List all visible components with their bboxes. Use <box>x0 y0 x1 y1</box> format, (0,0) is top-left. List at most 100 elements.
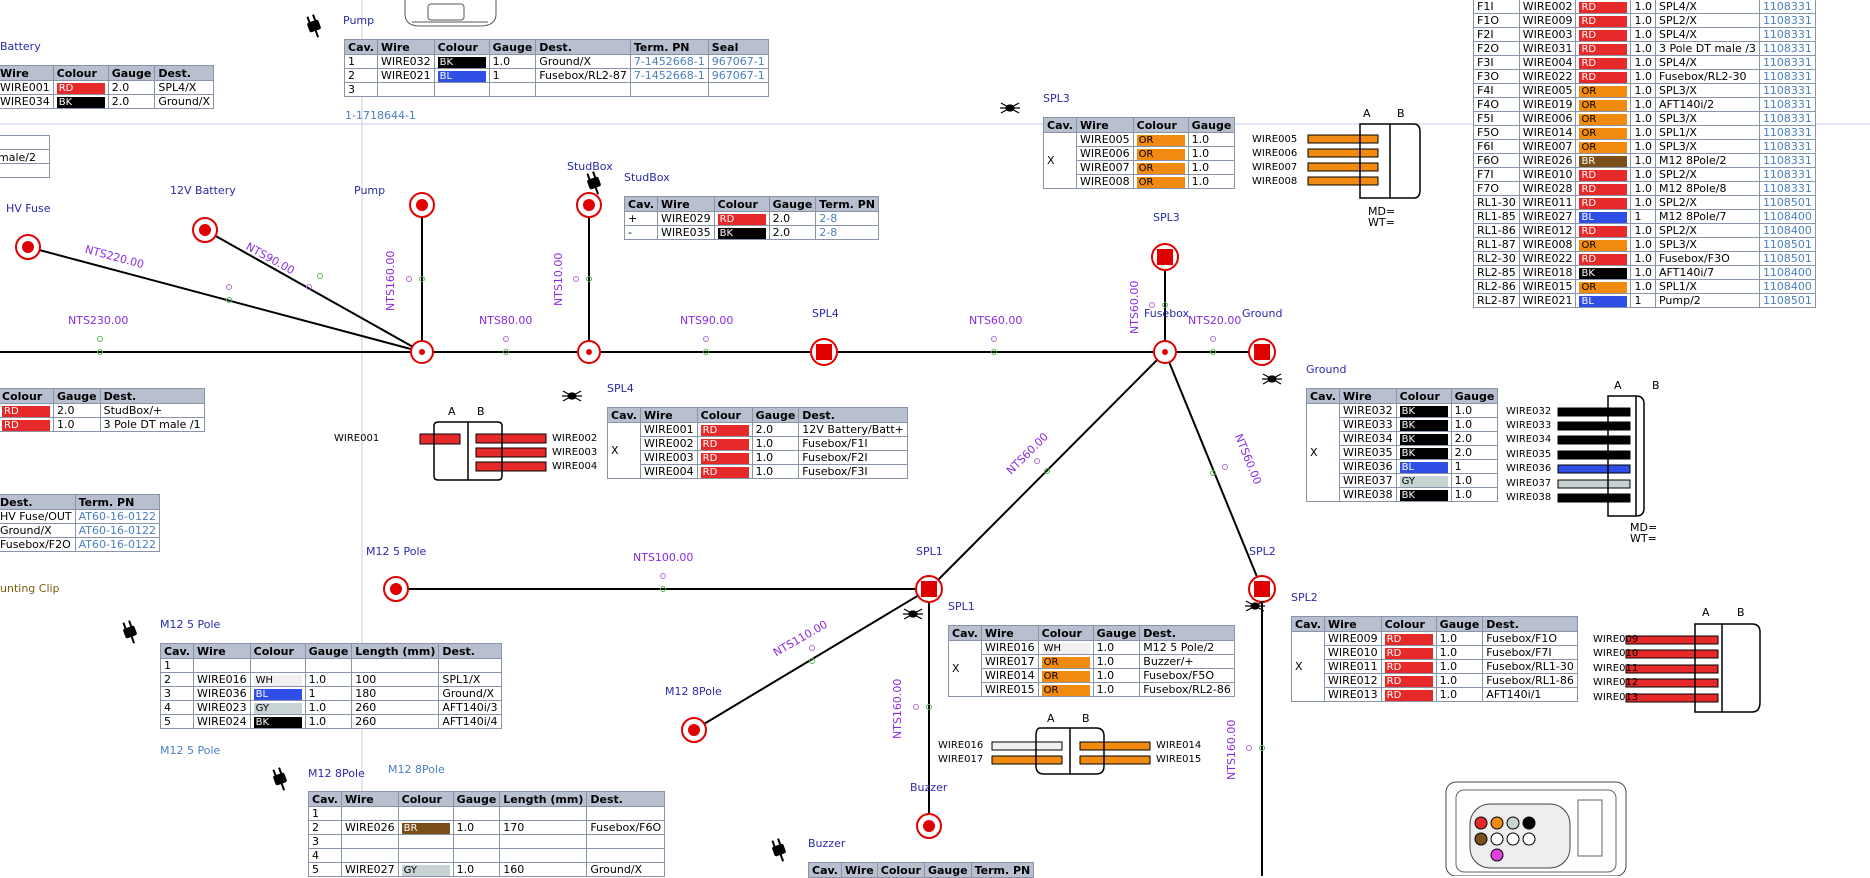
junction-pump[interactable] <box>410 340 434 364</box>
wire-cell: WIRE012 <box>1323 673 1382 688</box>
segment-nts110[interactable] <box>693 588 930 731</box>
term-pn-cell[interactable]: AT60-16-0122 <box>74 509 160 524</box>
term-pn-cell[interactable]: AT60-16-0122 <box>74 523 160 538</box>
term-pn-cell[interactable]: 1108331 <box>1758 13 1816 28</box>
gauge-cell: 1.0 <box>1630 83 1656 98</box>
term-pn-cell[interactable]: 1108400 <box>1758 209 1816 224</box>
seal-cell[interactable] <box>707 82 769 97</box>
plug-icon <box>771 838 786 862</box>
ground-pin-a: A <box>1614 379 1622 392</box>
term-pn-cell[interactable]: 1108331 <box>1758 55 1816 70</box>
colour-swatch: RD <box>1384 648 1433 659</box>
splice-ground[interactable] <box>1557 395 1645 517</box>
cavity-cell: F6I <box>1473 139 1520 154</box>
node-m12-5pole[interactable] <box>383 576 409 602</box>
term-pn-cell[interactable]: 1108331 <box>1758 0 1816 14</box>
term-pn-cell[interactable]: 2-8 <box>815 225 879 240</box>
segment-nts50[interactable] <box>928 351 1166 590</box>
term-pn-cell[interactable]: 1108331 <box>1758 111 1816 126</box>
node-studbox[interactable] <box>576 192 602 218</box>
node-spl2[interactable] <box>1248 575 1276 603</box>
term-pn-cell[interactable]: 7-1452668-1 <box>629 54 709 69</box>
splice-spl2[interactable] <box>1625 623 1761 713</box>
colour-swatch: RD <box>2 406 50 417</box>
gauge-cell <box>304 658 353 673</box>
gauge-cell: 2.0 <box>1450 445 1499 460</box>
table-row: 4 <box>308 848 666 863</box>
term-pn-cell[interactable]: 1108331 <box>1758 69 1816 84</box>
colour-swatch: RD <box>1579 254 1628 265</box>
term-pn-cell[interactable]: 1108331 <box>1758 41 1816 56</box>
term-pn-cell[interactable]: 1108331 <box>1758 83 1816 98</box>
ground-wire-7: WIRE038 <box>1506 492 1552 503</box>
segment-nts90a[interactable] <box>204 229 423 353</box>
term-pn-cell[interactable]: 1108331 <box>1758 97 1816 112</box>
node-pump[interactable] <box>409 192 435 218</box>
term-pn-cell[interactable]: 1108331 <box>1758 153 1816 168</box>
term-pn-cell[interactable]: AT60-16-0122 <box>74 537 160 552</box>
colour-cell: BL <box>249 686 306 701</box>
junction-fusebox[interactable] <box>1153 340 1177 364</box>
node-spl3[interactable] <box>1151 243 1179 271</box>
spl4-table-label: SPL4 <box>607 382 634 395</box>
splice-spl4[interactable] <box>419 421 547 481</box>
node-12v-battery[interactable] <box>192 217 218 243</box>
term-pn-cell[interactable]: 1108400 <box>1758 279 1816 294</box>
dest-cell: 3 Pole DT male /1 <box>99 417 205 432</box>
term-pn-cell[interactable]: 1108331 <box>1758 167 1816 182</box>
column-header: Dest. <box>798 407 908 423</box>
wire-cell: WIRE021 <box>1518 293 1577 308</box>
wire-cell: WIRE012 <box>1518 223 1577 238</box>
wire-cell: WIRE029 <box>656 211 715 226</box>
node-m12-8pole[interactable] <box>681 717 707 743</box>
colour-swatch: RD <box>56 83 105 94</box>
term-pn-cell[interactable]: 1108400 <box>1758 223 1816 238</box>
term-pn-cell[interactable]: 1108331 <box>1758 125 1816 140</box>
column-header: Length (mm) <box>499 791 588 807</box>
term-pn-cell[interactable]: 1108331 <box>1758 27 1816 42</box>
gauge-cell: 1.0 <box>1630 125 1656 140</box>
colour-swatch: BK <box>1399 490 1448 501</box>
splice-spl3[interactable] <box>1307 123 1421 199</box>
ground-wire-4: WIRE035 <box>1506 449 1552 460</box>
term-pn-cell[interactable]: 1108501 <box>1758 237 1816 252</box>
gauge-cell: 1.0 <box>751 436 800 451</box>
node-spl4[interactable] <box>810 338 838 366</box>
term-pn-cell[interactable]: 2-8 <box>815 211 879 226</box>
term-pn-cell[interactable]: 1108400 <box>1758 265 1816 280</box>
splice-spl1[interactable] <box>991 727 1151 775</box>
term-pn-cell[interactable]: 1108501 <box>1758 195 1816 210</box>
node-buzzer[interactable] <box>916 813 942 839</box>
wire-cell: WIRE036 <box>1338 459 1397 474</box>
segment-nts220[interactable] <box>27 246 423 353</box>
term-pn-cell[interactable]: 1108331 <box>1758 139 1816 154</box>
term-pn-cell[interactable]: 7-1452668-1 <box>629 68 709 83</box>
colour-swatch: OR <box>1041 671 1090 682</box>
wire-cell: WIRE007 <box>1518 139 1577 154</box>
node-spl1[interactable] <box>915 575 943 603</box>
junction-studbox[interactable] <box>577 340 601 364</box>
seal-cell[interactable]: 967067-1 <box>707 54 769 69</box>
colour-cell: RD <box>696 450 753 465</box>
colour-swatch: RD <box>1384 662 1433 673</box>
pump-part-number[interactable]: 1-1718644-1 <box>345 109 416 122</box>
node-hv-fuse[interactable] <box>15 234 41 260</box>
term-pn-cell[interactable]: 1108331 <box>1758 181 1816 196</box>
colour-swatch: OR <box>1579 282 1628 293</box>
node-ground[interactable] <box>1248 338 1276 366</box>
term-pn-cell[interactable]: 1108501 <box>1758 251 1816 266</box>
colour-cell: OR <box>1575 237 1632 252</box>
term-pn-cell[interactable] <box>629 82 709 97</box>
term-pn-cell[interactable]: 1108501 <box>1758 293 1816 308</box>
colour-cell: OR <box>1037 682 1094 697</box>
wire-cell: WIRE027 <box>1518 209 1577 224</box>
seal-cell[interactable]: 967067-1 <box>707 68 769 83</box>
